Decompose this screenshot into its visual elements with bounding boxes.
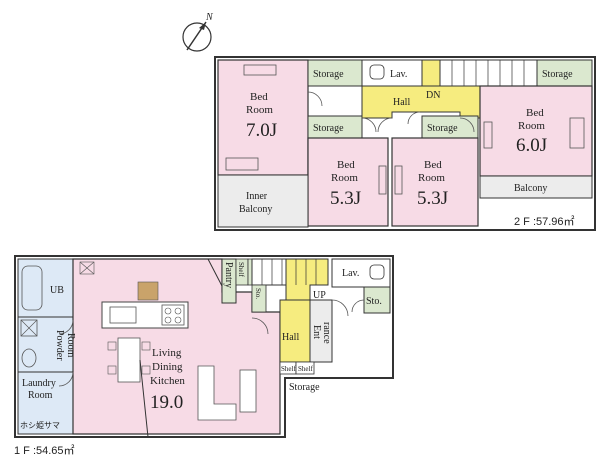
lav-1f-label: Lav.: [342, 268, 359, 279]
up-label: UP: [313, 290, 326, 301]
shelf-3-label: Shelf: [281, 365, 296, 373]
sto-small: [251, 284, 267, 313]
bed-53-left-size: 5.3J: [330, 188, 361, 209]
storage-top-left-label: Storage: [313, 69, 344, 80]
shelf-2: [247, 258, 253, 286]
bed-53-left-label-1: Bed: [337, 159, 355, 171]
hall-1f: [279, 299, 311, 363]
stairs-2f: [421, 59, 538, 87]
ldk-size: 19.0: [150, 392, 183, 413]
bed-7-label-2: Room: [246, 104, 273, 116]
shelf-4-label: Shelf: [298, 365, 313, 373]
storage-top-left: [307, 59, 363, 87]
north-label: N: [205, 12, 214, 23]
storage-top-right-label: Storage: [542, 69, 573, 80]
kitchen-counter: [101, 301, 189, 329]
laundry-label-2: Room: [28, 390, 53, 401]
inner-balcony-label-1: Inner: [246, 191, 268, 202]
storage-mid-right-label: Storage: [427, 123, 458, 134]
bed-6-label-1: Bed: [526, 107, 544, 119]
shelf-4: [295, 361, 315, 375]
shelf-1-label: Shelf: [237, 262, 245, 277]
hall-2f-label: Hall: [393, 97, 410, 108]
inner-balcony-label-2: Balcony: [239, 204, 272, 215]
bed-53-right-label-1: Bed: [424, 159, 442, 171]
hoshi-label: ホシ姫サマ: [20, 420, 60, 430]
entrance: [309, 299, 333, 363]
bed-53-right-size: 5.3J: [417, 188, 448, 209]
storage-mid-left-label: Storage: [313, 123, 344, 134]
laundry-label-1: Laundry: [22, 378, 56, 389]
laundry-room: [17, 371, 74, 435]
powder-label-2: Room: [65, 333, 76, 358]
bed-53-left-label-2: Room: [331, 172, 358, 184]
floor2-area: 2 F :57.96㎡: [514, 215, 575, 228]
entrance-label-1: Ent: [311, 325, 322, 339]
bed-6-size: 6.0J: [516, 135, 547, 156]
lav-1f: [331, 258, 391, 288]
second-floor-plan: Bed Room 7.0J Storage Lav. Storage Stora…: [214, 56, 596, 231]
bed-room-53-left-area: [307, 137, 389, 227]
ldk-label-2: Dining: [152, 361, 183, 373]
powder-label-1: Powder: [54, 330, 65, 361]
bed-room-6-area: [479, 85, 593, 177]
bed-room-53-right-area: [391, 137, 479, 227]
sto-1f: [363, 286, 391, 314]
sto-1f-label: Sto.: [366, 296, 382, 307]
dn-label: DN: [426, 90, 440, 101]
bed-7-size: 7.0J: [246, 120, 277, 141]
balcony-label: Balcony: [514, 183, 547, 194]
storage-1f-label: Storage: [289, 382, 320, 393]
sto-small-label: Sto.: [254, 288, 262, 299]
compass-icon: N: [182, 12, 214, 52]
hall-1f-label: Hall: [282, 332, 299, 343]
pantry-label: Pantry: [223, 262, 234, 288]
floor1-area: 1 F :54.65㎡: [14, 444, 75, 457]
inner-balcony: [217, 174, 309, 228]
bed-6-label-2: Room: [518, 120, 545, 132]
balcony-2f: [479, 175, 593, 199]
first-floor-plan: UB Powder Room Laundry Room ホシ姫サマ Living…: [14, 255, 394, 457]
bed-53-right-label-2: Room: [418, 172, 445, 184]
lav-2f-label: Lav.: [390, 69, 407, 80]
bed-7-label-1: Bed: [250, 91, 268, 103]
ub-label: UB: [50, 285, 64, 296]
entrance-label-2: rance: [321, 322, 332, 344]
storage-top-right: [536, 59, 593, 87]
ub-bathroom: [17, 258, 74, 318]
ldk-label-1: Living: [152, 347, 182, 359]
ldk-label-3: Kitchen: [150, 375, 185, 387]
